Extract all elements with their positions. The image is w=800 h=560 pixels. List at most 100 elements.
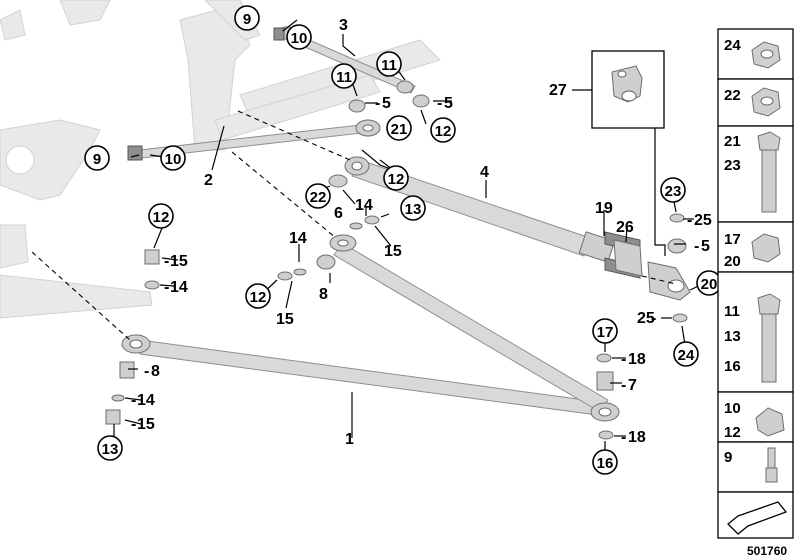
dash-5b: - [437, 95, 442, 112]
callout-5a: 5 [382, 95, 391, 112]
svg-text:12: 12 [250, 289, 267, 306]
callout-7: 7 [628, 377, 637, 394]
part-27-inset [591, 50, 665, 129]
svg-text:12: 12 [388, 171, 405, 188]
callout-17: 17 [592, 318, 618, 344]
callout-14a: 14 [355, 197, 373, 214]
svg-text:20: 20 [701, 276, 718, 293]
callout-13b: 13 [97, 435, 123, 461]
callout-6: 6 [334, 205, 343, 222]
main-tube-1 [121, 234, 620, 422]
parts-legend: 24 22 21 23 17 20 11 13 16 10 12 9 [717, 28, 794, 539]
legend-row-21-23 [717, 125, 794, 223]
svg-text:13: 13 [724, 328, 741, 345]
dash-5a: - [375, 95, 380, 112]
legend-row-9 [717, 441, 794, 493]
svg-text:12: 12 [724, 424, 741, 441]
hardware-pieces [105, 80, 688, 440]
callout-15a: 15 [170, 253, 188, 270]
callout-21: 21 [386, 115, 412, 141]
callout-18b: 18 [628, 429, 646, 446]
dash-25b: - [651, 310, 656, 327]
callout-13a: 13 [400, 195, 426, 221]
callout-16: 16 [592, 449, 618, 475]
callout-4: 4 [480, 164, 489, 181]
callout-18a: 18 [628, 351, 646, 368]
svg-text:21: 21 [391, 121, 408, 138]
svg-text:23: 23 [665, 183, 682, 200]
dash-14d: - [131, 392, 136, 409]
svg-text:12: 12 [435, 123, 452, 140]
dash-15a: - [164, 253, 169, 270]
svg-text:13: 13 [102, 441, 119, 458]
callout-25b: 25 [637, 310, 655, 327]
svg-text:16: 16 [724, 358, 741, 375]
callout-19: 19 [595, 200, 613, 217]
callout-15b: 15 [384, 243, 402, 260]
callout-8a: 8 [319, 286, 328, 303]
svg-text:10: 10 [165, 151, 182, 168]
dash-8b: - [144, 363, 149, 380]
dashed-references [31, 110, 677, 341]
callout-11b: 11 [376, 51, 402, 77]
callout-2: 2 [204, 172, 213, 189]
svg-text:21: 21 [724, 133, 741, 150]
svg-text:23: 23 [724, 157, 741, 174]
svg-text:10: 10 [724, 400, 741, 417]
svg-text:17: 17 [597, 324, 614, 341]
diagram-id: 501760 [747, 544, 787, 558]
svg-text:22: 22 [310, 189, 327, 206]
dash-7: - [621, 377, 626, 394]
svg-text:24: 24 [678, 347, 695, 364]
dash-5c: - [694, 238, 699, 255]
svg-text:11: 11 [724, 303, 740, 320]
callout-24: 24 [673, 341, 699, 367]
callout-8b: 8 [151, 363, 160, 380]
dash-18b: - [621, 429, 626, 446]
svg-text:9: 9 [724, 449, 732, 466]
svg-text:17: 17 [724, 231, 741, 248]
callout-14b: 14 [289, 230, 307, 247]
callout-12c: 12 [148, 203, 174, 229]
callout-14d: 14 [137, 392, 155, 409]
callout-labels: 1 2 3 4 5 5 5 6 7 8 8 14 14 14 14 15 15 … [131, 17, 712, 448]
callout-15d: 15 [137, 416, 155, 433]
svg-text:12: 12 [153, 209, 170, 226]
callout-3: 3 [339, 17, 348, 34]
callout-12d: 12 [245, 283, 271, 309]
svg-text:10: 10 [291, 30, 308, 47]
callout-26: 26 [616, 219, 634, 236]
circled-callouts: 9 10 11 11 12 21 12 9 10 22 13 12 12 13 … [84, 5, 722, 475]
svg-text:16: 16 [597, 455, 614, 472]
callout-12b: 12 [383, 165, 409, 191]
callout-10b: 10 [160, 145, 186, 171]
strut-4 [344, 156, 691, 301]
callout-12a: 12 [430, 117, 456, 143]
dash-18a: - [621, 351, 626, 368]
callout-14c: 14 [170, 279, 188, 296]
svg-text:22: 22 [724, 87, 741, 104]
svg-text:11: 11 [381, 57, 397, 74]
svg-text:9: 9 [93, 151, 101, 168]
dash-15d: - [131, 416, 136, 433]
callout-5b: 5 [444, 95, 453, 112]
callout-25a: 25 [694, 212, 712, 229]
callout-27: 27 [549, 82, 567, 99]
callout-9b: 9 [84, 145, 110, 171]
svg-text:11: 11 [336, 69, 352, 86]
callout-1: 1 [345, 431, 354, 448]
callout-15c: 15 [276, 311, 294, 328]
callout-10a: 10 [286, 24, 312, 50]
direction-arrow-icon [727, 501, 788, 535]
callout-9a: 9 [234, 5, 260, 31]
callout-5c: 5 [701, 238, 710, 255]
dash-25a: - [687, 212, 692, 229]
svg-text:9: 9 [243, 11, 251, 28]
callout-11a: 11 [331, 63, 357, 89]
dash-14c: - [164, 279, 169, 296]
svg-text:24: 24 [724, 37, 741, 54]
svg-text:20: 20 [724, 253, 741, 270]
svg-text:13: 13 [405, 201, 422, 218]
callout-23: 23 [660, 177, 686, 203]
